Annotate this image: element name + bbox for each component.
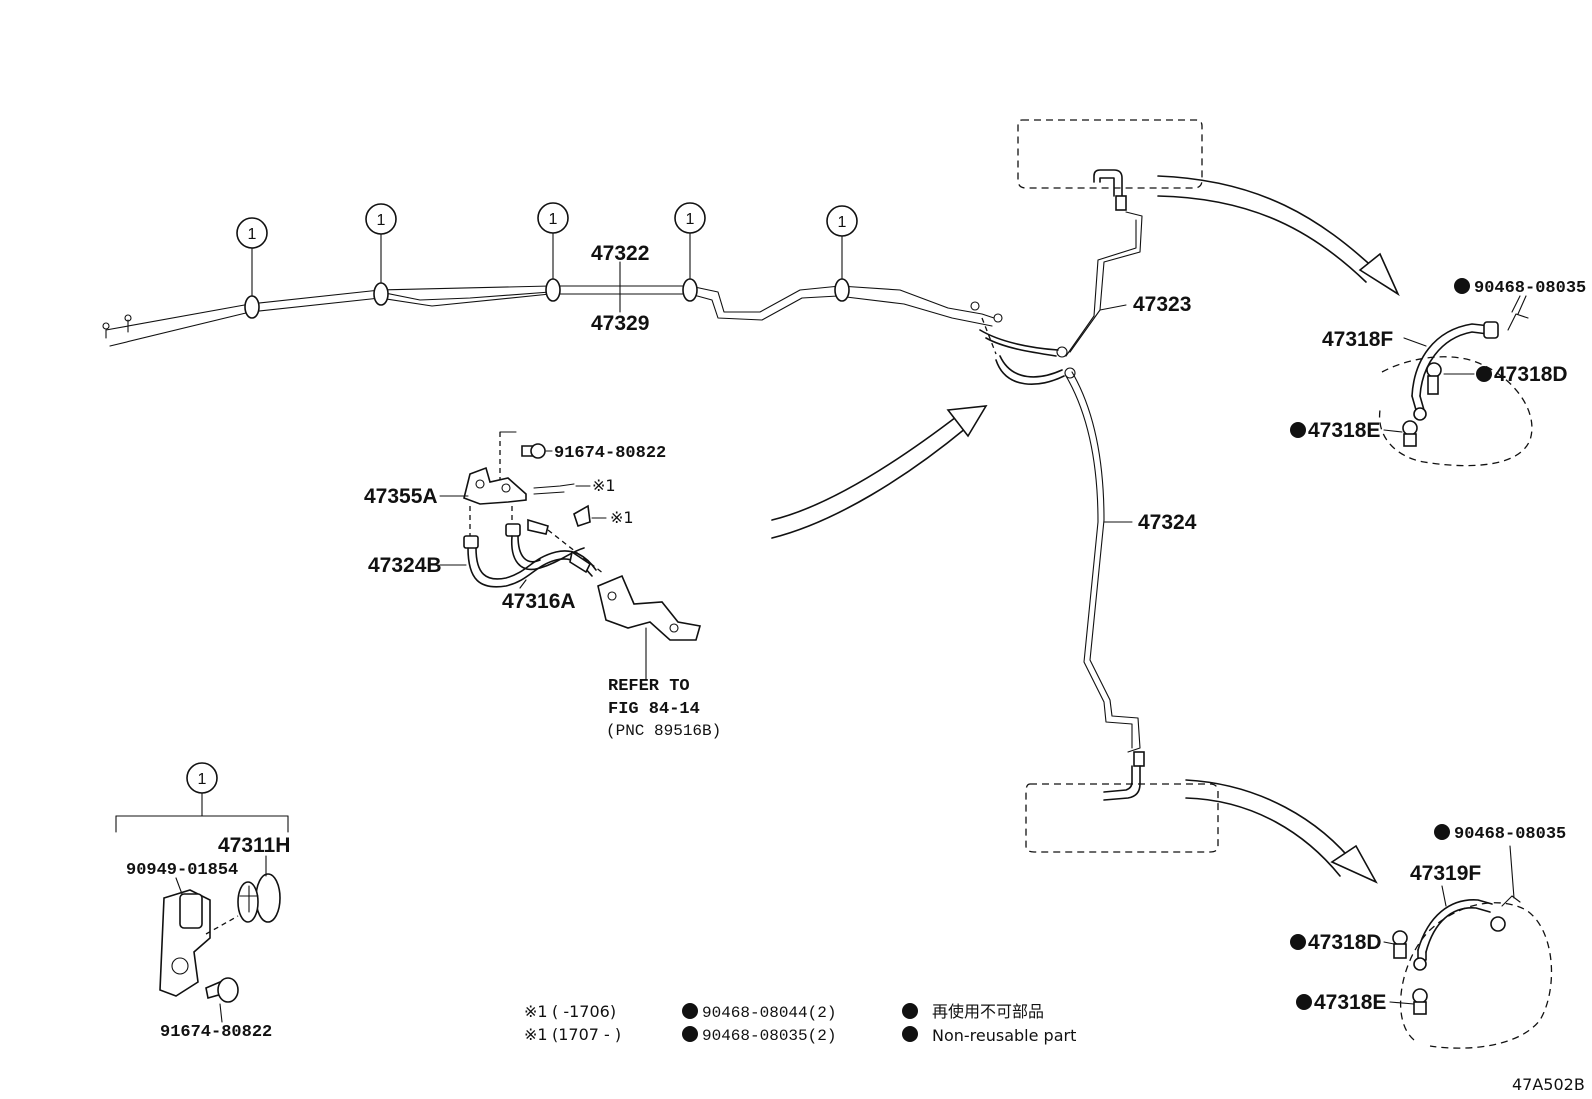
circled-number-icon: 1 <box>537 202 569 280</box>
label-47318D-bot: 47318D <box>1308 931 1382 954</box>
label-47324: 47324 <box>1138 511 1197 534</box>
circled-number-icon: 1 <box>826 205 858 280</box>
tube-47323 <box>1069 211 1143 353</box>
svg-text:1: 1 <box>686 211 695 228</box>
label-91674-80822-bot: 91674-80822 <box>160 1023 272 1042</box>
svg-text:1: 1 <box>198 771 207 788</box>
label-47324B: 47324B <box>368 554 442 577</box>
rear-wheel-outline <box>1025 751 1219 853</box>
label-47322: 47322 <box>591 242 649 265</box>
filled-dot-icon <box>682 1003 698 1019</box>
svg-text:1: 1 <box>549 211 558 228</box>
refer-line-3: (PNC 89516B) <box>606 722 721 740</box>
footnotes: ※1 ( -1706) 90468-08044(2) ※1 (1707 - ) … <box>524 1002 836 1045</box>
filled-dot-icon <box>1454 278 1470 294</box>
main-brake-tube <box>102 285 995 347</box>
refer-line-1: REFER TO <box>608 677 690 696</box>
label-90468-08035-bot: 90468-08035 <box>1454 825 1566 844</box>
label-47311H: 47311H <box>218 834 290 857</box>
clamp-1 <box>244 295 260 319</box>
svg-text:1: 1 <box>248 226 257 243</box>
circled-callouts: 1 1 1 1 1 <box>236 202 858 297</box>
footnote-2-range: (1707 - ) <box>552 1025 621 1044</box>
front-wheel-outline <box>1017 119 1203 211</box>
label-mark1-b: ※1 <box>610 508 634 527</box>
filled-dot-icon <box>1290 422 1306 438</box>
rear-hose-detail <box>1392 895 1553 1049</box>
curved-arrow-icon <box>1157 175 1400 297</box>
filled-dot-icon <box>1476 366 1492 382</box>
footnote-2-mark: ※1 <box>524 1025 548 1044</box>
filled-dot-icon <box>1434 824 1450 840</box>
label-47318E-top: 47318E <box>1308 419 1380 442</box>
bracket-assembly <box>463 431 702 681</box>
tube-47324 <box>1071 371 1141 753</box>
label-47329: 47329 <box>591 312 649 335</box>
clamp-detail: 1 <box>115 762 289 1003</box>
circled-number-icon: 1 <box>674 202 706 280</box>
filled-dot-icon <box>1296 994 1312 1010</box>
filled-dot-icon <box>682 1026 698 1042</box>
figure-code: 47A502B <box>1512 1075 1585 1094</box>
front-hose-detail <box>1378 295 1533 467</box>
curved-arrow-icon <box>1185 779 1378 884</box>
label-47323: 47323 <box>1133 293 1191 316</box>
label-47318F: 47318F <box>1322 328 1393 351</box>
footnote-1-part: 90468-08044(2) <box>702 1004 836 1022</box>
clamp-4 <box>682 278 698 302</box>
label-47318D-top: 47318D <box>1494 363 1568 386</box>
label-47318E-bot: 47318E <box>1314 991 1386 1014</box>
tube-clamps <box>244 278 850 319</box>
refer-line-2: FIG 84-14 <box>608 700 700 719</box>
legend: 再使用不可部品 Non-reusable part <box>902 1002 1076 1045</box>
svg-text:1: 1 <box>377 212 386 229</box>
clamp-3 <box>545 278 561 302</box>
footnote-1-range: ( -1706) <box>552 1002 616 1021</box>
circled-number-icon: 1 <box>365 203 397 284</box>
circled-number-icon: 1 <box>236 217 268 297</box>
footnote-2-part: 90468-08035(2) <box>702 1027 836 1045</box>
label-47319F: 47319F <box>1410 862 1481 885</box>
filled-dot-icon <box>902 1026 918 1042</box>
curved-arrow-icon <box>771 405 988 539</box>
filled-dot-icon <box>1290 934 1306 950</box>
label-mark1-a: ※1 <box>592 476 616 495</box>
label-91674-80822-mid: 91674-80822 <box>554 444 666 463</box>
clamp-5 <box>834 278 850 302</box>
label-90949-01854: 90949-01854 <box>126 861 238 880</box>
label-90468-08035-top: 90468-08035 <box>1474 279 1586 298</box>
tube-joint <box>970 301 1076 385</box>
svg-text:1: 1 <box>838 214 847 231</box>
circled-number-icon: 1 <box>186 762 218 794</box>
label-47316A: 47316A <box>502 590 576 613</box>
legend-jp: 再使用不可部品 <box>932 1002 1044 1021</box>
filled-dot-icon <box>902 1003 918 1019</box>
footnote-1-mark: ※1 <box>524 1002 548 1021</box>
legend-en: Non-reusable part <box>932 1026 1076 1045</box>
clamp-2 <box>373 282 389 306</box>
label-47355A: 47355A <box>364 485 438 508</box>
